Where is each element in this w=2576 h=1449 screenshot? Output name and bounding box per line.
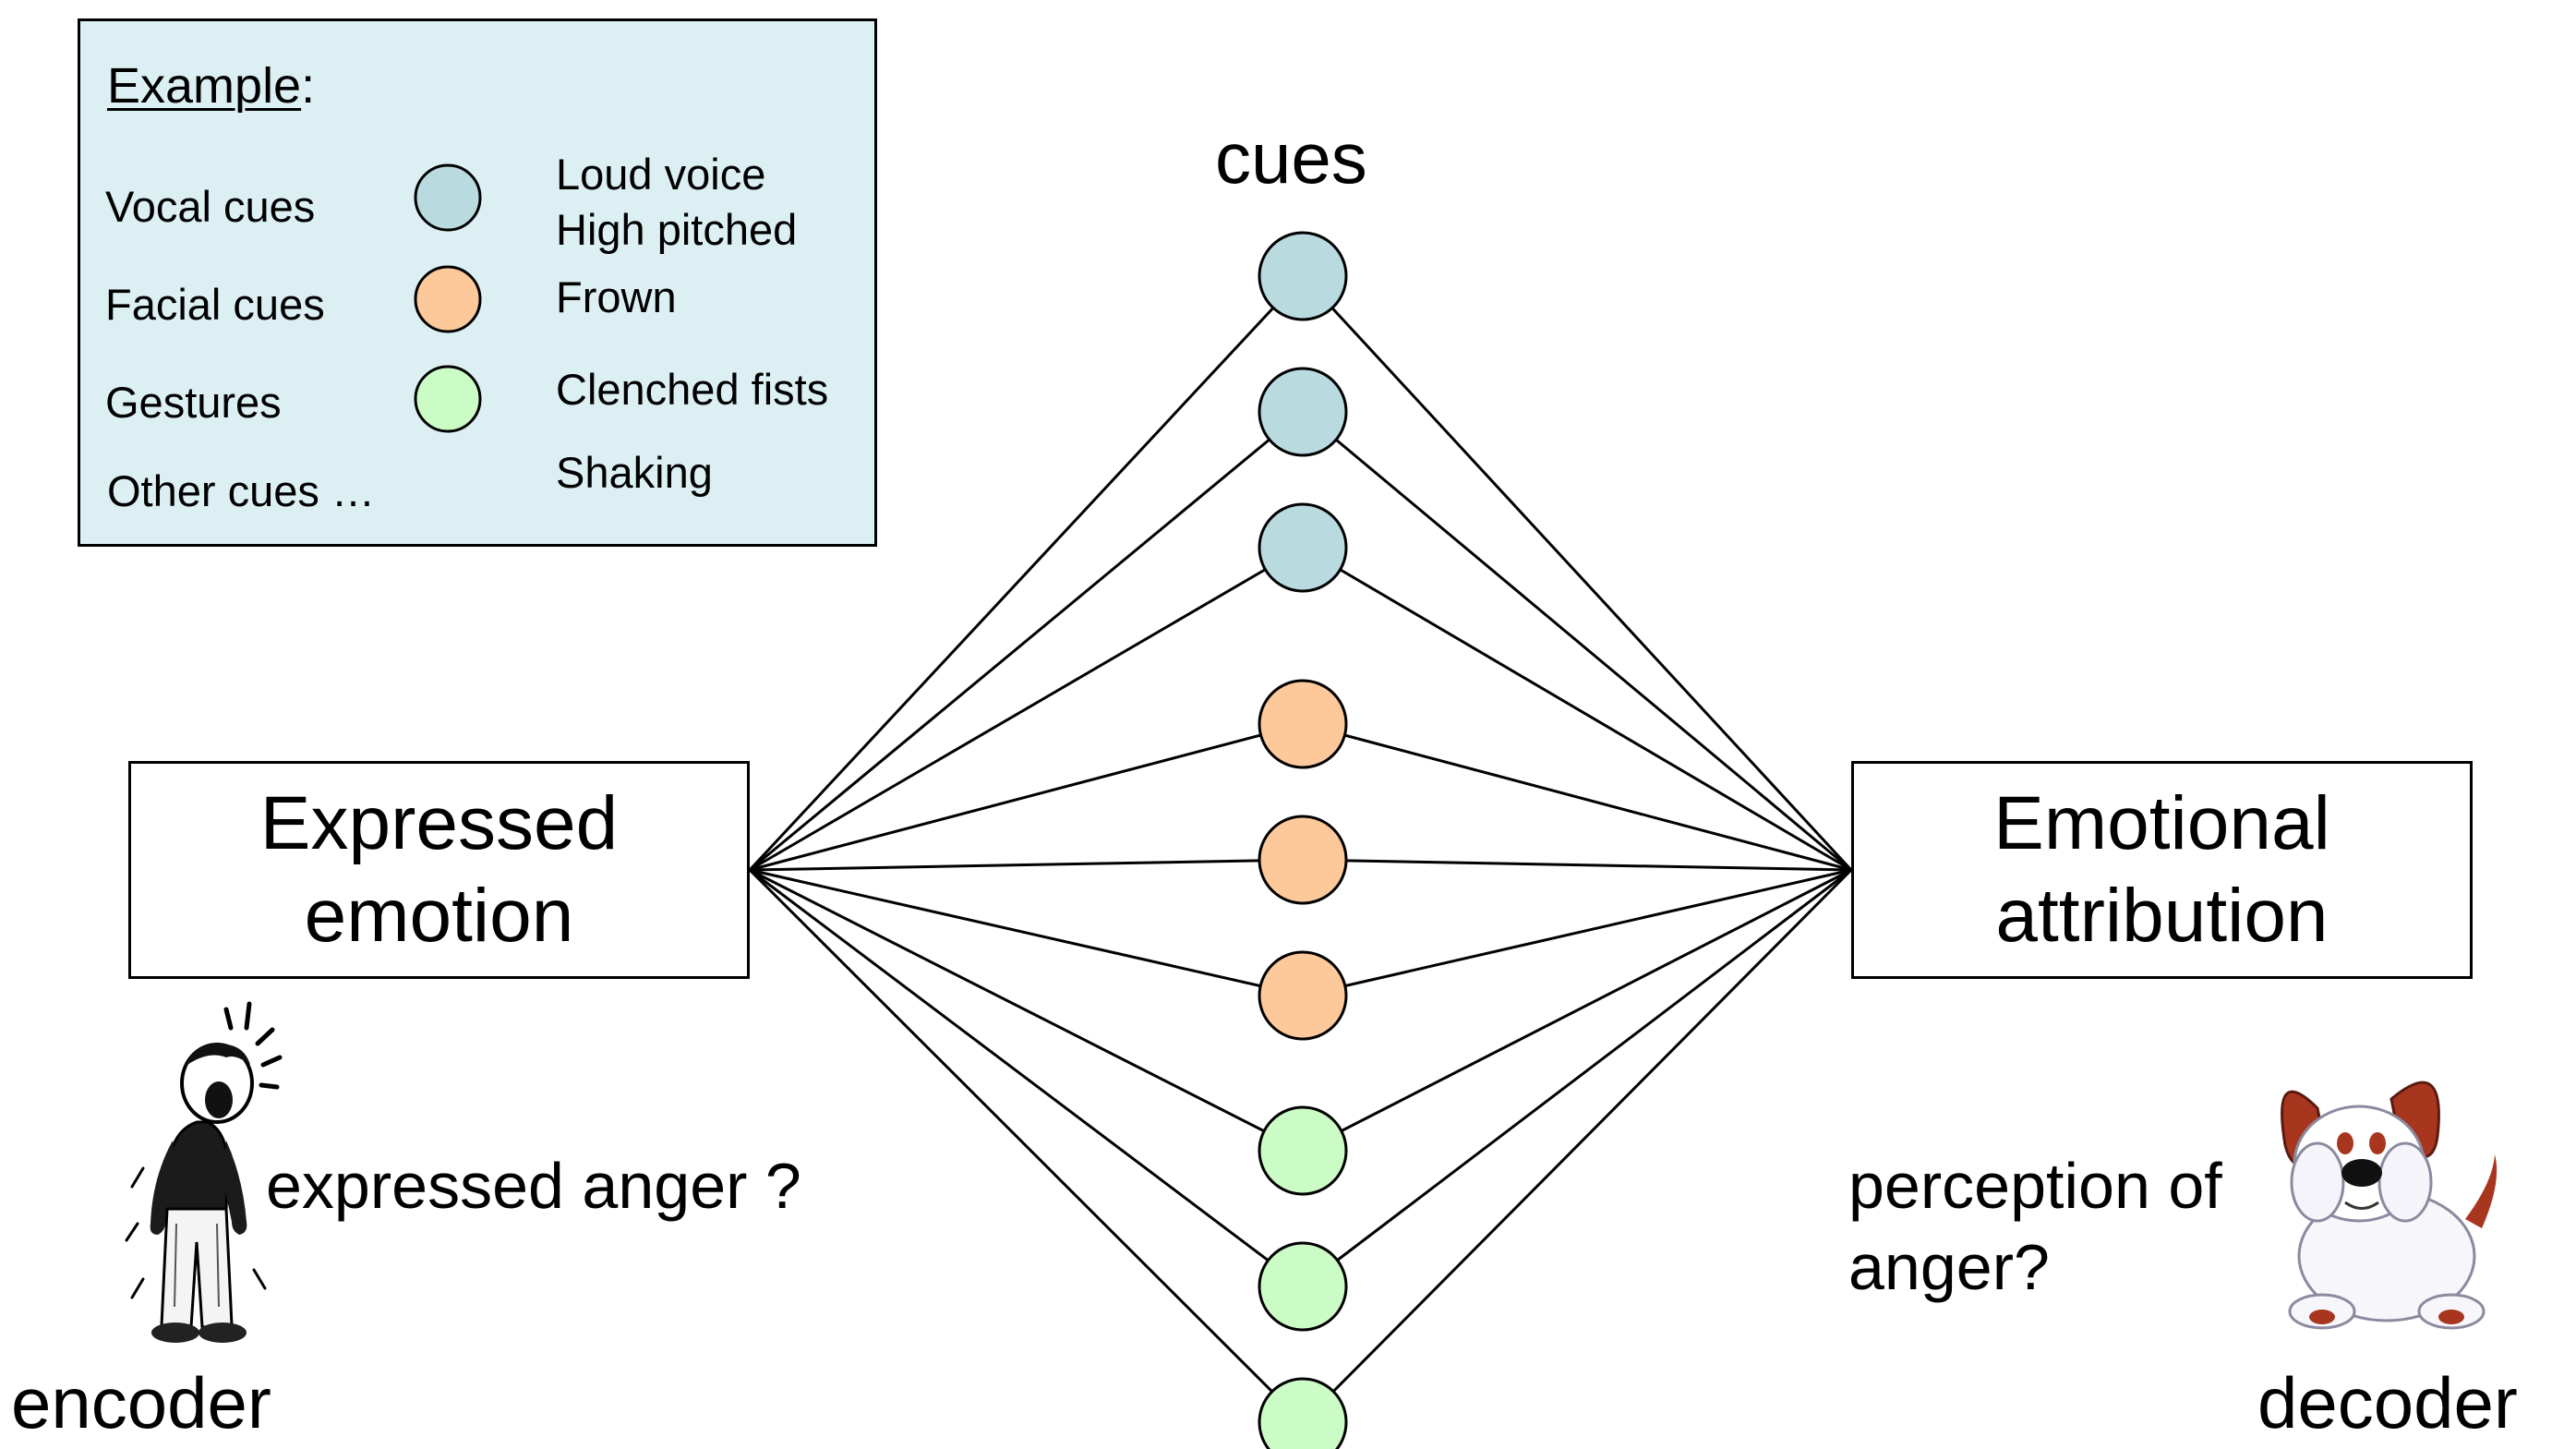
- cue-node-gesture-7: [1258, 1105, 1348, 1196]
- legend-cue-facial: Facial cues: [105, 280, 325, 329]
- legend-swatch-facial: [414, 265, 482, 333]
- perception-question: perception of anger?: [1848, 1145, 2222, 1308]
- cue-node-vocal-2: [1258, 367, 1348, 457]
- legend-swatches: [414, 163, 482, 433]
- legend-box: [78, 18, 877, 547]
- expressed-emotion-box: Expressed emotion: [128, 761, 750, 979]
- connection-line-right-7: [1302, 868, 1852, 1153]
- frightened-dog-icon: [2281, 1081, 2498, 1330]
- decoder-label: decoder: [2257, 1362, 2518, 1443]
- expressed-anger-question: expressed anger ?: [266, 1150, 801, 1222]
- perception-question-line1: perception of: [1848, 1150, 2222, 1222]
- connection-line-right-4: [1302, 722, 1852, 872]
- connection-line-right-9: [1301, 868, 1853, 1424]
- connection-line-right-2: [1302, 410, 1852, 872]
- emotional-attribution-box: Emotional attribution: [1851, 761, 2473, 979]
- legend-swatch-gestures: [414, 365, 482, 433]
- cue-node-vocal-3: [1258, 502, 1348, 593]
- connection-line-right-8: [1302, 868, 1852, 1288]
- connection-line-left-1: [748, 274, 1305, 872]
- legend-cue-vocal: Vocal cues: [105, 182, 316, 231]
- cue-node-facial-5: [1258, 815, 1348, 905]
- perception-question-line2: anger?: [1848, 1231, 2050, 1303]
- cue-node-vocal-1: [1258, 231, 1348, 321]
- legend-swatch-vocal: [414, 163, 482, 232]
- legend-cue-other: Other cues …: [107, 466, 375, 515]
- connection-line-left-5: [749, 858, 1304, 872]
- legend-title: Example:: [107, 58, 316, 114]
- cue-node-facial-4: [1258, 679, 1348, 769]
- connection-line-left-2: [749, 410, 1304, 872]
- connection-line-left-3: [749, 546, 1304, 872]
- connection-line-left-8: [749, 868, 1304, 1288]
- legend-example-clenched-fists: Clenched fists: [556, 365, 829, 414]
- connection-line-right-6: [1302, 868, 1852, 997]
- shouting-person-icon: [125, 1001, 283, 1343]
- cue-node-gesture-8: [1258, 1241, 1348, 1332]
- emotional-attribution-line1: Emotional: [1993, 781, 2330, 865]
- expressed-emotion-line2: emotion: [304, 874, 574, 958]
- connection-line-right-1: [1301, 274, 1853, 872]
- cue-circles: [1258, 231, 1348, 1449]
- connection-lines: [748, 274, 1853, 1424]
- legend-example-shaking: Shaking: [556, 448, 713, 497]
- cues-label: cues: [1215, 117, 1367, 199]
- connection-line-right-3: [1302, 546, 1852, 872]
- connection-line-left-7: [749, 868, 1304, 1153]
- connection-line-right-5: [1302, 858, 1852, 872]
- expressed-emotion-line1: Expressed: [259, 781, 619, 865]
- legend-example-high-pitched: High pitched: [556, 205, 798, 254]
- legend-cue-gestures: Gestures: [105, 378, 282, 427]
- legend-example-loud-voice: Loud voice: [556, 150, 766, 199]
- legend-example-frown: Frown: [556, 272, 677, 321]
- connection-line-left-6: [749, 868, 1304, 997]
- connection-line-left-4: [749, 722, 1304, 872]
- emotional-attribution-line2: attribution: [1995, 874, 2329, 958]
- cue-node-gesture-9: [1258, 1377, 1348, 1449]
- encoder-label: encoder: [11, 1362, 271, 1443]
- connection-line-left-9: [748, 868, 1305, 1424]
- cue-node-facial-6: [1258, 950, 1348, 1041]
